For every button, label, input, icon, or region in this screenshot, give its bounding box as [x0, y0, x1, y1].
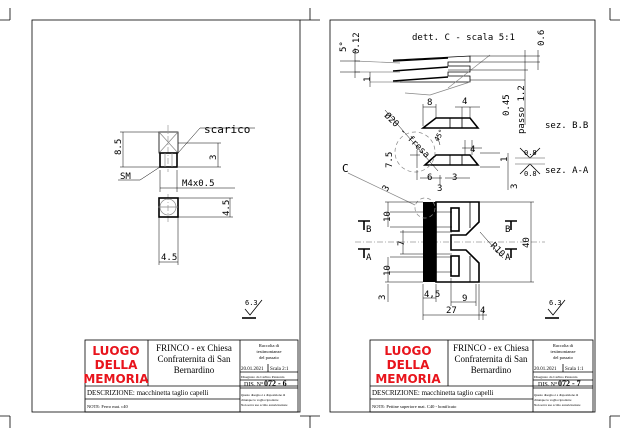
notes: NOTE: Ferro mat. c40 — [87, 404, 128, 409]
sheet-left: 8.5 scarico 3 SM M4x0.5 4.5 4.5 6.3 LUOG… — [31, 19, 301, 413]
dim-height-label: 8.5 — [114, 139, 124, 155]
roughness-0-8-top: 0.8 — [524, 149, 537, 157]
detail-c-teeth — [340, 48, 540, 125]
drawn-by: Disegnato da Carlino Panzonia — [534, 375, 578, 379]
drawing-number: 072 - 6 — [264, 379, 287, 388]
dim-side-label: 4.5 — [222, 200, 232, 216]
logo-line: MEMORIA — [375, 372, 441, 386]
copyright: chiunque lo voglia riprodurre — [241, 398, 279, 402]
scarico-label: scarico — [204, 123, 250, 136]
logo-line: DELLA — [387, 358, 430, 372]
collection-text: Raccolta di — [553, 343, 574, 348]
svg-text:6.3: 6.3 — [245, 299, 258, 307]
notes: NOTE: Pettine superiore mat. C40 - bonif… — [372, 404, 457, 409]
copyright: Questo disegno è a disposizione di — [534, 393, 578, 397]
section-bb-label: sez. B.B — [545, 121, 588, 131]
collection-text: del passato — [259, 355, 280, 360]
section-a-right: A — [505, 253, 511, 263]
dim-1: 1 — [363, 77, 373, 82]
part-view-front — [158, 125, 179, 172]
detail-title: dett. C - scala 5:1 — [412, 33, 515, 43]
place-title: Confraternita di San — [455, 354, 528, 364]
copyright: Non serve uso scritto autorizzazione — [241, 403, 288, 407]
dis-label: DIS. N° — [538, 381, 558, 388]
dim-0-12: 0.12 — [352, 32, 362, 54]
collection-text: testimonianze — [551, 349, 576, 354]
place-title: Bernardino — [174, 365, 215, 375]
scale: Scala 1:1 — [565, 367, 584, 372]
main-part — [347, 172, 545, 320]
section-b-left: B — [366, 225, 371, 235]
logo-line: DELLA — [95, 358, 138, 372]
section-aa — [384, 109, 545, 190]
dim-4-5: 4,5 — [424, 290, 440, 300]
dim-3b: 3 — [437, 184, 442, 194]
sm-label: SM — [120, 172, 131, 182]
copyright: chiunque lo voglia riprodurre — [534, 398, 572, 402]
logo-line: MEMORIA — [83, 372, 149, 386]
dim-7: 7 — [397, 241, 407, 246]
collection-text: del passato — [553, 355, 574, 360]
dim-27: 27 — [446, 306, 457, 316]
copyright: Non serve uso scritto autorizzazione — [534, 403, 581, 407]
date: 20.01.2021 — [241, 367, 264, 372]
title-block: LUOGO DELLA MEMORIA FRINCO - ex Chiesa C… — [369, 339, 594, 413]
logo-line: LUOGO — [92, 344, 139, 358]
dim-0-6: 0.6 — [537, 30, 547, 46]
dim-4: 4 — [462, 97, 467, 107]
roughness-0-8-bottom: 0.8 — [524, 170, 537, 178]
detail-c-marker: C — [342, 162, 349, 175]
description: DESCRIZIONE: macchinetta taglio capelli — [372, 389, 494, 397]
pitch-label: passo 1.2 — [517, 85, 527, 134]
date: 20.01.2021 — [534, 367, 557, 372]
dim-1b: 1 — [500, 157, 510, 162]
dim-7-5: 7.5 — [385, 152, 395, 168]
dim-3a: 3 — [452, 173, 457, 183]
section-aa-label: sez. A-A — [545, 166, 589, 176]
dim-angle: 5° — [339, 41, 349, 52]
dimensions — [118, 127, 255, 265]
dim-8: 8 — [427, 98, 432, 108]
description: DESCRIZIONE: macchinetta taglio capelli — [87, 389, 209, 397]
dim-3-label: 3 — [209, 155, 219, 160]
place-title: Bernardino — [471, 365, 512, 375]
dim-6: 6 — [427, 173, 432, 183]
collection-text: testimonianze — [257, 349, 282, 354]
svg-text:6.3: 6.3 — [549, 299, 562, 307]
crop-marks — [0, 8, 620, 428]
part-view-top — [158, 194, 179, 222]
roughness-symbol: 6.3 — [242, 299, 263, 319]
dim-40: 40 — [522, 237, 532, 248]
drawn-by: Disegnato da Carlino Panzonia — [241, 375, 285, 379]
section-a-left: A — [366, 253, 372, 263]
dim-width-label: 4.5 — [161, 253, 177, 263]
roughness-symbol: 6.3 — [545, 299, 566, 319]
scale: Scala 2:1 — [270, 367, 289, 372]
dim-0-45: 0.45 — [502, 94, 512, 116]
place-title: Confraternita di San — [158, 354, 231, 364]
dim-3d: 3 — [510, 184, 520, 189]
dim-9: 9 — [462, 294, 467, 304]
place-title: FRINCO - ex Chiesa — [156, 343, 232, 353]
drawing-number: 072 - 7 — [558, 379, 581, 388]
dim-10b: 10 — [383, 265, 393, 276]
dim-4b: 4 — [470, 145, 475, 155]
copyright: Questo disegno è a disposizione di — [241, 393, 285, 397]
thread-label: M4x0.5 — [182, 179, 215, 189]
place-title: FRINCO - ex Chiesa — [453, 343, 529, 353]
dis-label: DIS. N° — [244, 381, 264, 388]
dim-3e: 3 — [378, 295, 388, 300]
dim-4c: 4 — [480, 306, 485, 316]
dim-10a: 10 — [383, 211, 393, 222]
title-block: LUOGO DELLA MEMORIA FRINCO - ex Chiesa C… — [83, 339, 299, 413]
section-bb — [420, 104, 480, 129]
collection-text: Raccolta di — [259, 343, 280, 348]
section-b-right: B — [505, 225, 510, 235]
logo-line: LUOGO — [384, 344, 431, 358]
dim-3c: 3 — [381, 184, 392, 194]
